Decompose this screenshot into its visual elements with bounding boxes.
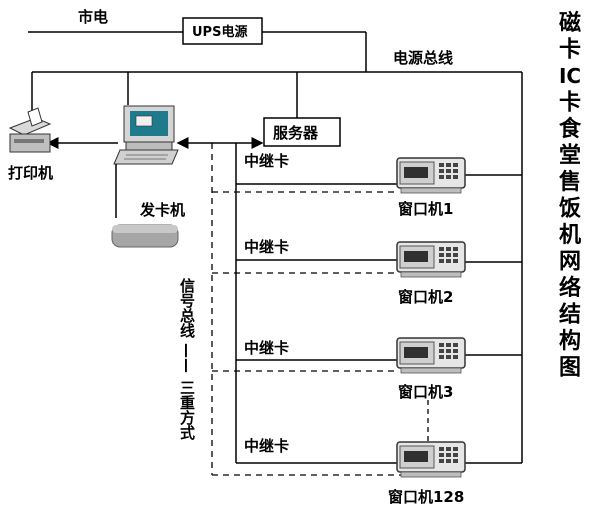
- title-char: IC: [559, 64, 581, 88]
- printer-label: 打印机: [8, 164, 53, 182]
- triple-mode-label: 三重方式: [178, 380, 196, 441]
- repeater-3-label: 中继卡: [244, 339, 289, 357]
- title-char: 机: [559, 223, 581, 248]
- terminal-4-label: 窗口机128: [388, 488, 464, 506]
- ups-label: UPS电源: [192, 24, 247, 40]
- title-char: 网: [559, 250, 581, 275]
- terminal-4-icon: [396, 441, 466, 478]
- terminal-3-label: 窗口机3: [398, 383, 453, 401]
- title-char: 磁: [559, 10, 581, 36]
- server-label: 服务器: [273, 124, 319, 142]
- repeater-2-label: 中继卡: [244, 238, 289, 256]
- terminal-3-icon: [396, 337, 466, 374]
- title-char: 食: [559, 116, 582, 142]
- title-char: 售: [559, 169, 581, 195]
- signal-dash-label: ——: [178, 343, 196, 373]
- title-char: 构: [559, 328, 581, 354]
- repeater-4-label: 中继卡: [244, 437, 289, 455]
- computer-icon: [113, 105, 179, 165]
- card-issuer-label: 发卡机: [139, 201, 185, 219]
- terminal-1-label: 窗口机1: [398, 200, 453, 218]
- title-char: 卡: [559, 38, 581, 63]
- title-char: 结: [559, 302, 581, 328]
- title-char: 络: [559, 275, 581, 301]
- title-char: 图: [559, 356, 581, 381]
- title-char: 堂: [559, 144, 581, 169]
- signal-bus-label: 信号总线: [178, 277, 196, 339]
- title-char: 饭: [559, 196, 581, 222]
- title-char: 卡: [559, 91, 581, 116]
- terminal-2-label: 窗口机2: [398, 288, 453, 306]
- ups-box: [182, 17, 263, 45]
- terminal-1-icon: [396, 157, 466, 194]
- printer-icon: [8, 107, 52, 153]
- repeater-1-label: 中继卡: [244, 152, 289, 170]
- power-bus-label: 电源总线: [393, 49, 453, 67]
- server-box: [263, 117, 341, 147]
- terminal-2-icon: [396, 241, 466, 278]
- card-issuer-icon: [111, 224, 179, 248]
- mains-label: 市电: [78, 8, 108, 26]
